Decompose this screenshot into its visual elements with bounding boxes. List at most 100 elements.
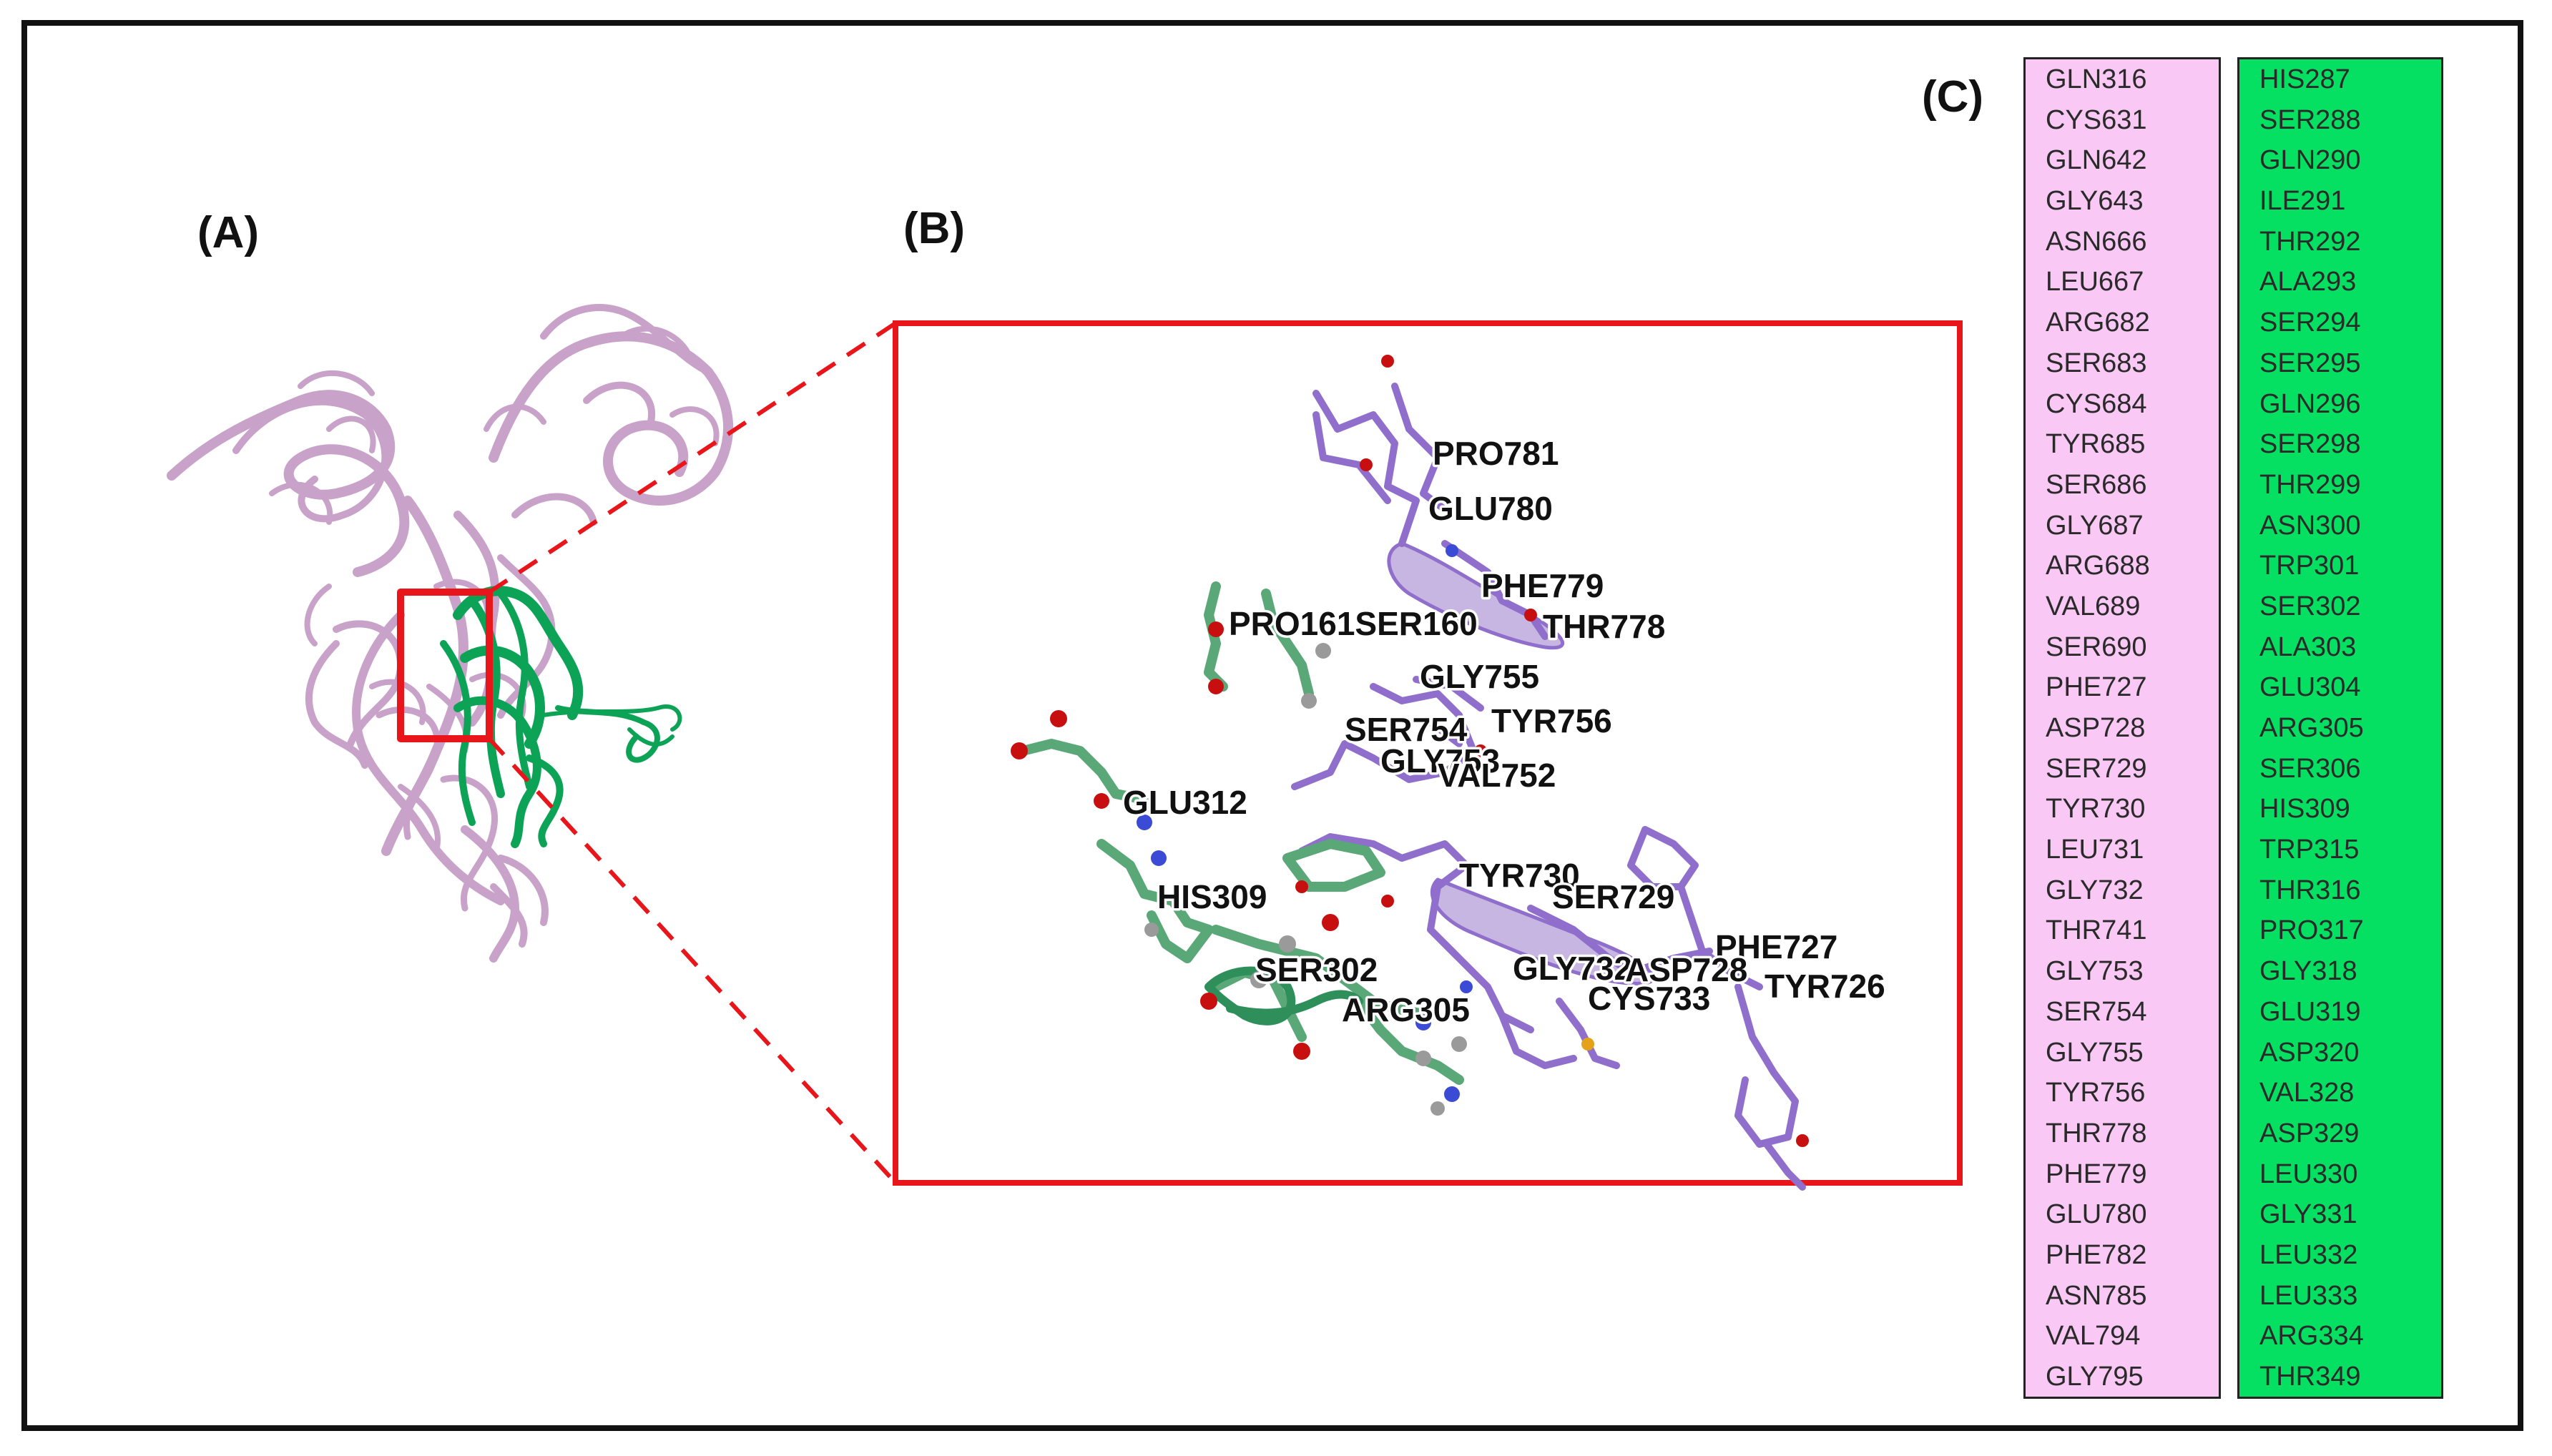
residue-item: SER690 [2046,631,2147,662]
residue-item: PRO317 [2259,915,2364,946]
residue-item: TYR756 [2046,1078,2146,1108]
residue-item: GLN642 [2046,145,2147,176]
residue-item: HIS309 [2259,794,2350,825]
residue-item: GLU304 [2259,672,2361,703]
residue-item: LEU333 [2259,1280,2358,1311]
residue-item: SER754 [2046,996,2147,1027]
residue-item: GLN290 [2259,145,2361,176]
label-pro161-ser160: PRO161SER160 [1229,605,1478,642]
residue-item: SER294 [2259,308,2361,338]
residue-item: SER306 [2259,753,2361,784]
residue-item: LEU667 [2046,267,2144,297]
residue-item: ARG334 [2259,1321,2364,1352]
residue-item: HIS287 [2259,64,2350,94]
residue-item: ILE291 [2259,186,2346,217]
panel-c-label: (C) [1922,72,1984,122]
residue-item: PHE779 [2046,1159,2147,1189]
label-ser754: SER754 [1345,711,1468,748]
label-tyr756: TYR756 [1491,702,1612,739]
residue-item: LEU330 [2259,1159,2358,1189]
residue-item: GLY732 [2046,875,2144,905]
residue-item: GLY318 [2259,956,2357,987]
protein-complex-structure [167,304,734,963]
label-tyr726: TYR726 [1765,968,1885,1005]
residue-item: SER288 [2259,104,2361,135]
residue-item: SER295 [2259,348,2361,378]
residue-item: ALA303 [2259,631,2357,662]
label-arg305: ARG305 [1342,991,1470,1028]
label-val752: VAL752 [1438,757,1556,794]
residue-item: ALA293 [2259,267,2357,297]
residue-item: ASN785 [2046,1280,2147,1311]
residue-item: TYR730 [2046,794,2146,825]
residue-item: GLY753 [2046,956,2144,987]
residue-item: ASP320 [2259,1037,2360,1068]
label-gly732: GLY732 [1513,950,1632,987]
residue-item: ARG682 [2046,308,2150,338]
residue-item: SER729 [2046,753,2147,784]
figure-frame [21,20,2523,1431]
residue-item: CYS631 [2046,104,2147,135]
residue-item: TRP315 [2259,835,2360,865]
label-gly753: GLY753 [1380,742,1500,779]
pink-protein-cartoon [167,304,734,963]
zoom-connectors [487,321,898,1185]
residue-item: GLY755 [2046,1037,2144,1068]
residue-item: SER683 [2046,348,2147,378]
binding-site-structure: PRO781 GLU780 PHE779 THR778 PRO161SER160… [1011,355,1888,1191]
residue-item: THR316 [2259,875,2361,905]
label-glu780: GLU780 [1428,490,1553,527]
green-ribbon [1204,966,1363,1025]
residue-item: THR778 [2046,1118,2147,1148]
residue-item: ASP728 [2046,713,2146,743]
residue-item: ASN666 [2046,226,2147,257]
label-ser729: SER729 [1552,878,1674,915]
residue-item: GLY643 [2046,186,2144,217]
label-gly755: GLY755 [1420,658,1539,695]
residue-item: PHE782 [2046,1239,2147,1270]
residue-item: ARG305 [2259,713,2364,743]
residue-item: GLN296 [2259,388,2361,419]
residue-item: SER686 [2046,469,2147,500]
purple-sticks [1291,383,1806,1191]
label-phe779: PHE779 [1481,567,1604,604]
residue-item: VAL328 [2259,1078,2355,1108]
residue-item: LEU332 [2259,1239,2358,1270]
residue-item: THR299 [2259,469,2361,500]
purple-ribbon [1387,541,1656,985]
residue-item: ARG688 [2046,551,2150,581]
residue-item: GLY687 [2046,510,2144,541]
residue-item: LEU731 [2046,835,2144,865]
label-ser302: SER302 [1255,951,1378,988]
label-phe727: PHE727 [1715,928,1837,965]
zoom-source-box [397,589,493,742]
label-pro781: PRO781 [1433,435,1559,472]
residue-item: TYR685 [2046,429,2146,460]
atom-spheres [1011,355,1809,1147]
residue-item: GLN316 [2046,64,2147,94]
label-asp728: ASP728 [1625,951,1747,988]
label-cys733: CYS733 [1588,980,1710,1017]
residue-item: CYS684 [2046,388,2147,419]
panel-b-label: (B) [903,204,966,253]
residue-item: GLY795 [2046,1362,2144,1392]
residue-item: ASN300 [2259,510,2361,541]
label-thr778: THR778 [1543,608,1665,645]
residue-item: THR741 [2046,915,2147,946]
residue-item: TRP301 [2259,551,2360,581]
residue-item: VAL794 [2046,1321,2141,1352]
panel-a-label: (A) [197,208,260,257]
residue-item: GLU319 [2259,996,2361,1027]
label-his309: HIS309 [1157,878,1267,915]
residue-item: SER302 [2259,591,2361,621]
green-sticks [1018,581,1464,1085]
residue-labels: PRO781 GLU780 PHE779 THR778 PRO161SER160… [1121,433,1888,1031]
residue-item: SER298 [2259,429,2361,460]
label-tyr730: TYR730 [1459,857,1580,894]
residue-item: ASP329 [2259,1118,2360,1148]
